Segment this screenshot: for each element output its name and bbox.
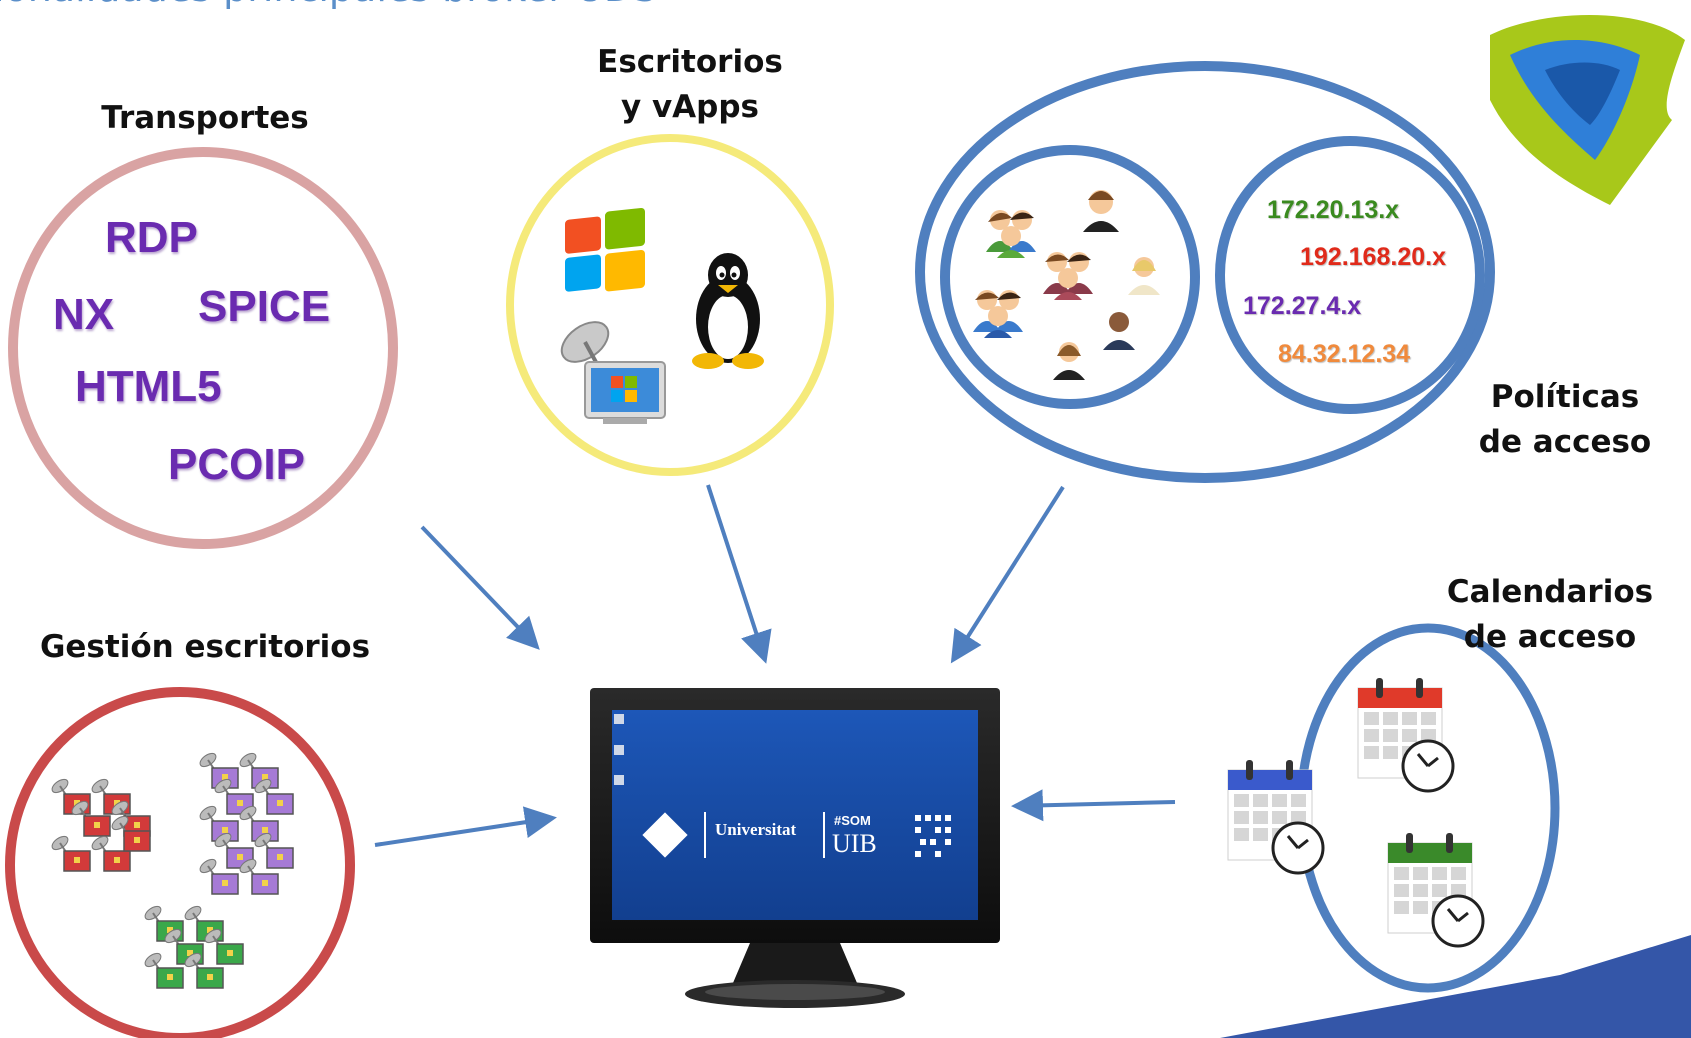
mini-desktop-icon (254, 832, 294, 869)
mini-desktop-icon (239, 805, 279, 842)
windows-logo-icon (565, 207, 645, 292)
label-escritorios: Escritorios y vApps (597, 44, 783, 125)
protocol-rdp: RDP (105, 213, 198, 262)
mini-desktop-icon (204, 928, 244, 965)
transport-ring (8, 147, 398, 549)
arrow-desktops (706, 484, 772, 664)
label-politicas: Políticas de acceso (1478, 379, 1652, 460)
ip-list: 172.20.13.x 192.168.20.x 172.27.4.x 84.3… (1225, 190, 1475, 380)
arrow-management (374, 806, 557, 847)
calendar-icon (1387, 833, 1485, 948)
calendar-icon (1357, 678, 1455, 793)
arrow-policies (950, 485, 1065, 664)
label-gestion: Gestión escritorios (39, 629, 371, 665)
mini-desktop-icon (199, 752, 239, 789)
uds-logo (1490, 15, 1685, 205)
users-group-icon (973, 190, 1160, 380)
monitor-icon: Universitat #SOM UIB (590, 688, 1000, 1008)
mini-desktop-icon (91, 835, 131, 872)
monitor-hashtag-text: #SOM (834, 813, 871, 828)
mini-desktop-icon (199, 805, 239, 842)
ip-item: 172.20.13.x (1267, 196, 1400, 224)
protocol-spice: SPICE (198, 282, 331, 331)
management-ring (5, 687, 355, 1038)
remote-desktop-icon (560, 321, 666, 424)
calendar-icon (1227, 760, 1325, 875)
mini-desktop-icon (111, 815, 151, 852)
protocol-nx: NX (53, 290, 115, 339)
arrow-calendar (1011, 789, 1176, 822)
desktops-ring (506, 134, 834, 476)
policies-outer-ring (915, 61, 1495, 483)
mini-desktop-icon (144, 952, 184, 989)
desktop-cluster-purple (199, 752, 294, 895)
ip-item: 172.27.4.x (1243, 292, 1362, 320)
page-title: ionalidades principales broker UDS (0, 0, 657, 10)
monitor-brand-text: Universitat (715, 820, 797, 839)
ip-item: 84.32.12.34 (1278, 340, 1411, 368)
ips-ring (1215, 136, 1485, 414)
linux-tux-icon (692, 253, 764, 369)
protocol-html5: HTML5 (75, 362, 222, 411)
mini-desktop-icon (199, 858, 239, 895)
mini-desktop-icon (239, 858, 279, 895)
mini-desktop-icon (51, 835, 91, 872)
desktop-cluster-green (144, 905, 244, 989)
mini-desktop-icon (71, 800, 111, 837)
mini-desktop-icon (184, 952, 224, 989)
arrow-transport (420, 525, 540, 650)
users-ring (940, 145, 1200, 409)
calendar-ring (1296, 623, 1560, 993)
monitor-acronym-text: UIB (832, 829, 877, 858)
mini-desktop-icon (254, 778, 294, 815)
protocol-pcoip: PCOIP (168, 440, 305, 489)
desktop-cluster-red (51, 778, 151, 872)
label-calendarios: Calendarios de acceso (1446, 574, 1654, 655)
ip-item: 192.168.20.x (1300, 243, 1446, 271)
mini-desktop-icon (239, 752, 279, 789)
corner-decoration (1220, 935, 1691, 1038)
label-transportes: Transportes (101, 100, 309, 136)
calendar-clock-icon (1227, 678, 1485, 948)
